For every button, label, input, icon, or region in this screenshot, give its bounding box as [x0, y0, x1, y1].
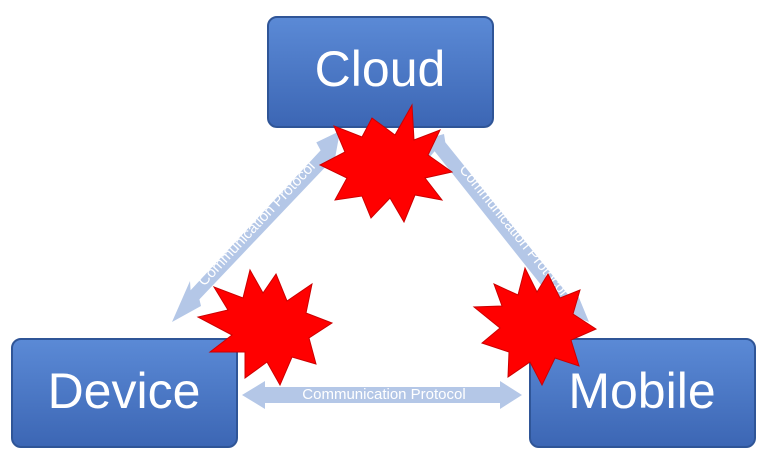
explosion-burst-cloud: [318, 103, 454, 224]
device-node: Device: [11, 338, 238, 448]
mobile-label: Mobile: [568, 363, 715, 419]
arrow-device-mobile-shape: [242, 381, 522, 409]
explosion-burst-mobile: [472, 266, 598, 387]
arrow-device-mobile: [242, 381, 522, 409]
protocol-label-cloud-device: Communication Protocol: [195, 158, 319, 289]
protocol-label-device-mobile: Communication Protocol: [302, 386, 465, 403]
cloud-node: Cloud: [267, 16, 494, 128]
arrow-cloud-device: [172, 131, 340, 322]
device-label: Device: [48, 363, 201, 419]
explosion-burst-device: [196, 268, 334, 387]
mobile-node: Mobile: [529, 338, 756, 448]
protocol-label-cloud-mobile: Communication Protocol: [455, 161, 571, 299]
mobile-box: [529, 338, 756, 448]
cloud-label: Cloud: [315, 41, 446, 97]
device-box: [11, 338, 238, 448]
arrow-cloud-device-shape: [172, 131, 340, 322]
